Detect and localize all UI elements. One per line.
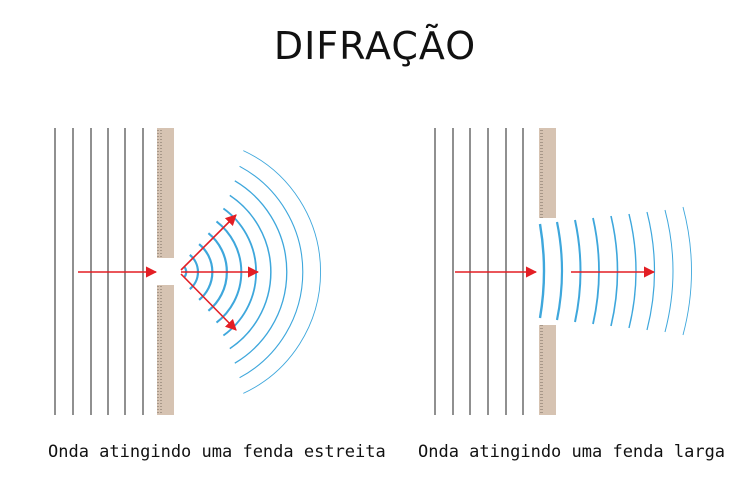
arrows-left <box>78 214 260 331</box>
narrow-slit-panel <box>54 128 322 415</box>
page-title: DIFRAÇÃO <box>273 24 477 68</box>
wide-slit-panel <box>434 128 692 415</box>
caption-wide-slit: Onda atingindo uma fenda larga <box>418 442 726 462</box>
diffracted-arrow-up <box>180 214 237 271</box>
diffracted-arrow-down <box>180 273 237 331</box>
diffracted-wavefronts-right <box>538 206 692 336</box>
barrier-right <box>539 128 556 415</box>
caption-narrow-slit: Onda atingindo uma fenda estreita <box>48 442 386 462</box>
barrier-left <box>157 128 174 415</box>
